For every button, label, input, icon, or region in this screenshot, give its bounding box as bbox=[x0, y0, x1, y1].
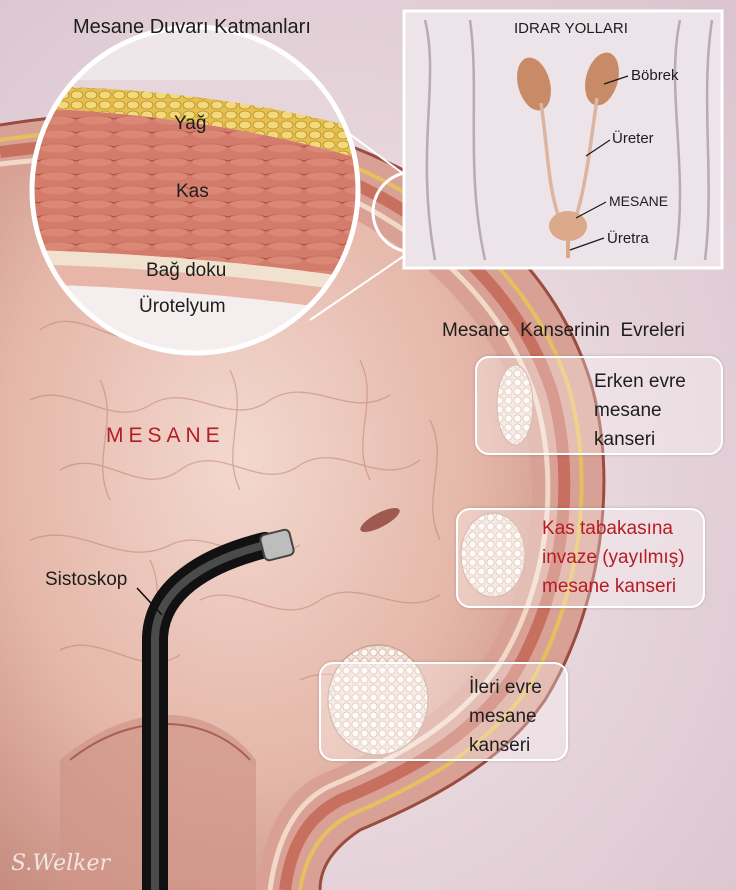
stage-early-line-3: kanseri bbox=[594, 429, 656, 450]
stage-card-early: Erken evre mesane kanseri bbox=[475, 356, 723, 455]
stage-card-advanced: İleri evre mesane kanseri bbox=[319, 662, 568, 761]
urinary-tract-inset bbox=[402, 9, 724, 270]
inset-label-kidney: Böbrek bbox=[631, 67, 679, 84]
bladder-label: MESANE bbox=[106, 424, 225, 447]
stage-early-text: Erken evre mesane kanseri bbox=[594, 367, 686, 454]
cystoscope bbox=[142, 528, 295, 890]
layer-label-connective: Bağ doku bbox=[146, 260, 227, 281]
stage-invasive-line-1: Kas tabakasına bbox=[542, 518, 673, 539]
cystoscope-label: Sistoskop bbox=[45, 569, 128, 590]
advanced-tumor bbox=[327, 644, 429, 756]
stage-invasive-text: Kas tabakasına invaze (yayılmış) mesane … bbox=[542, 514, 685, 601]
inset-label-bladder: MESANE bbox=[609, 193, 669, 209]
stage-invasive-line-2: invaze (yayılmış) bbox=[542, 547, 685, 568]
layer-label-urothelium: Ürotelyum bbox=[139, 296, 226, 317]
stages-title: Mesane Kanserinin Evreleri bbox=[442, 320, 685, 341]
invasive-tumor bbox=[460, 512, 526, 598]
layer-label-fat: Yağ bbox=[174, 113, 207, 134]
stage-advanced-line-1: İleri evre bbox=[469, 677, 542, 698]
inset-label-urethra: Üretra bbox=[607, 230, 649, 247]
inset-title: IDRAR YOLLARI bbox=[514, 20, 628, 37]
early-tumor bbox=[496, 364, 534, 446]
layer-label-muscle: Kas bbox=[176, 181, 209, 202]
stage-advanced-line-2: mesane bbox=[469, 706, 537, 727]
wall-layers-title: Mesane Duvarı Katmanları bbox=[73, 16, 311, 38]
stage-advanced-line-3: kanseri bbox=[469, 735, 531, 756]
artist-signature: S.Welker bbox=[11, 851, 111, 876]
stage-card-invasive: Kas tabakasına invaze (yayılmış) mesane … bbox=[456, 508, 705, 608]
stage-invasive-line-3: mesane kanseri bbox=[542, 576, 677, 597]
stage-advanced-text: İleri evre mesane kanseri bbox=[469, 673, 542, 760]
wall-layers-magnifier bbox=[29, 24, 361, 356]
stage-early-line-1: Erken evre bbox=[594, 371, 686, 392]
stage-early-line-2: mesane bbox=[594, 400, 662, 421]
inset-label-ureter: Üreter bbox=[612, 130, 654, 147]
